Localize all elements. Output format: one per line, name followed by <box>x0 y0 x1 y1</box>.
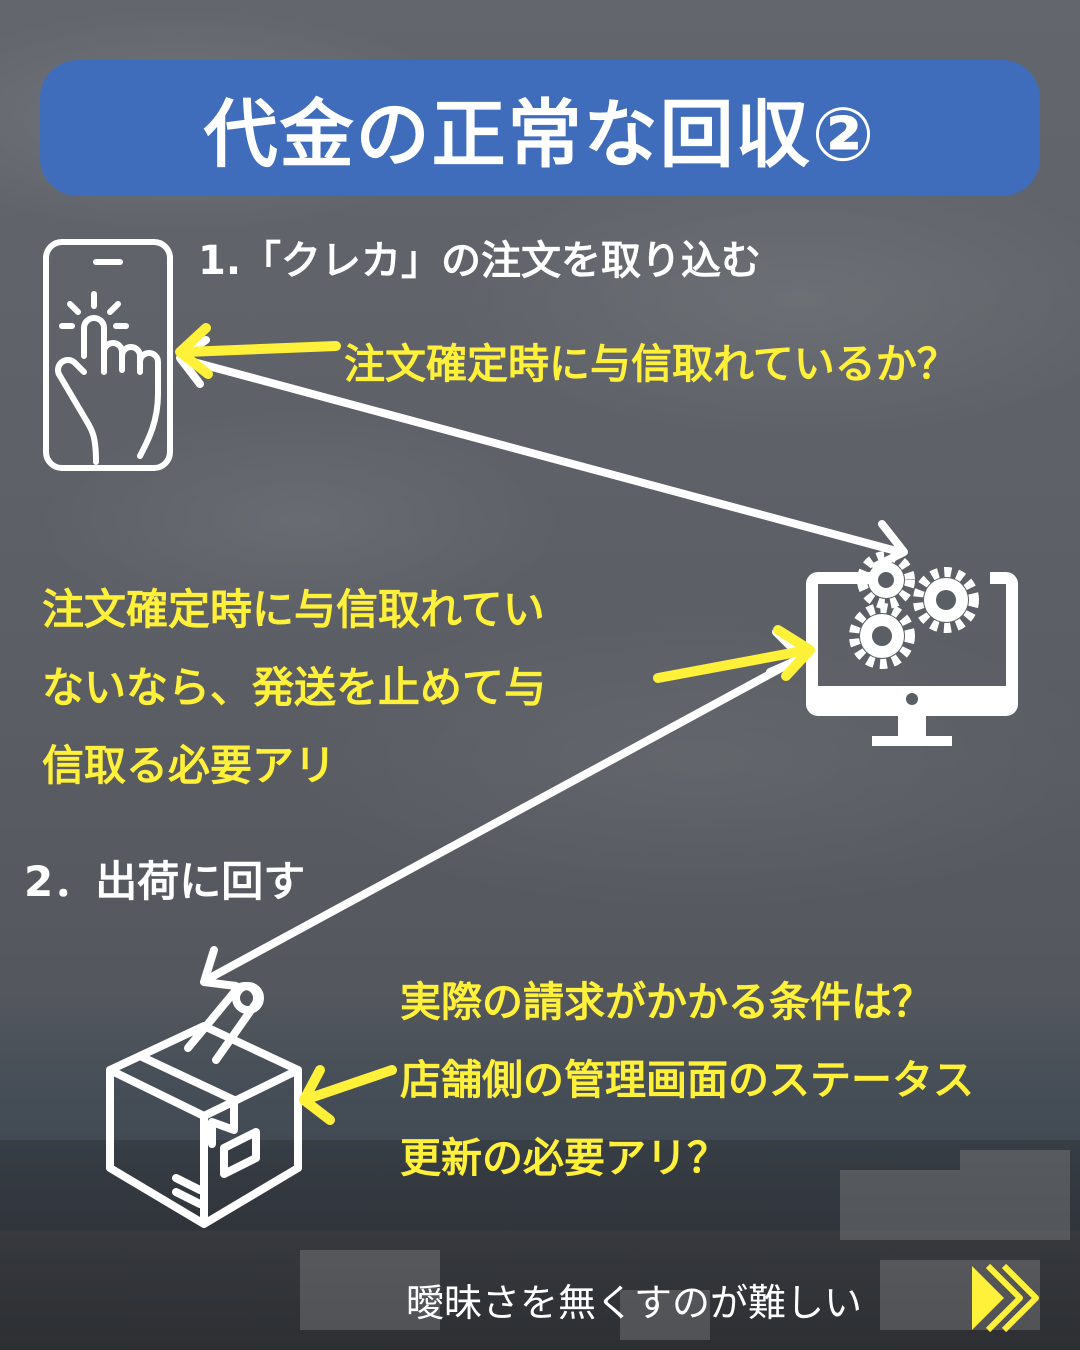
package-box-icon <box>106 981 302 1228</box>
note-bottom-line-1: 実際の請求がかかる条件は？ <box>400 978 933 1026</box>
yellow-arrow-top <box>175 323 341 379</box>
note-credit-check: 注文確定時に与信取れているか？ <box>344 340 958 388</box>
arrow-phone-to-system <box>176 336 908 570</box>
step2-label: 2．出荷に回す <box>24 857 306 906</box>
arrow-system-to-box <box>200 628 806 990</box>
computer-gears-icon <box>806 551 1018 746</box>
yellow-arrow-bottom <box>299 1065 397 1125</box>
background-town <box>0 1140 1080 1350</box>
note-bottom-line-3: 更新の必要アリ？ <box>400 1134 728 1182</box>
note-mid-line-3: 信取る必要アリ <box>42 741 337 790</box>
yellow-arrow-mid <box>653 625 815 683</box>
title-banner: 代金の正常な回収② <box>40 60 1040 196</box>
next-arrows-icon[interactable] <box>972 1263 1039 1333</box>
page-title: 代金の正常な回収② <box>203 91 877 178</box>
smartphone-tap-icon <box>43 239 173 471</box>
footer-caption: 曖昧さを無くすのが難しい <box>406 1281 863 1325</box>
note-mid-line-1: 注文確定時に与信取れてい <box>42 585 545 634</box>
step1-label: 1.「クレカ」の注文を取り込む <box>198 238 762 284</box>
note-bottom-line-2: 店舗側の管理画面のステータス <box>400 1056 974 1104</box>
note-mid-line-2: ないなら、発送を止めて与 <box>42 663 547 712</box>
